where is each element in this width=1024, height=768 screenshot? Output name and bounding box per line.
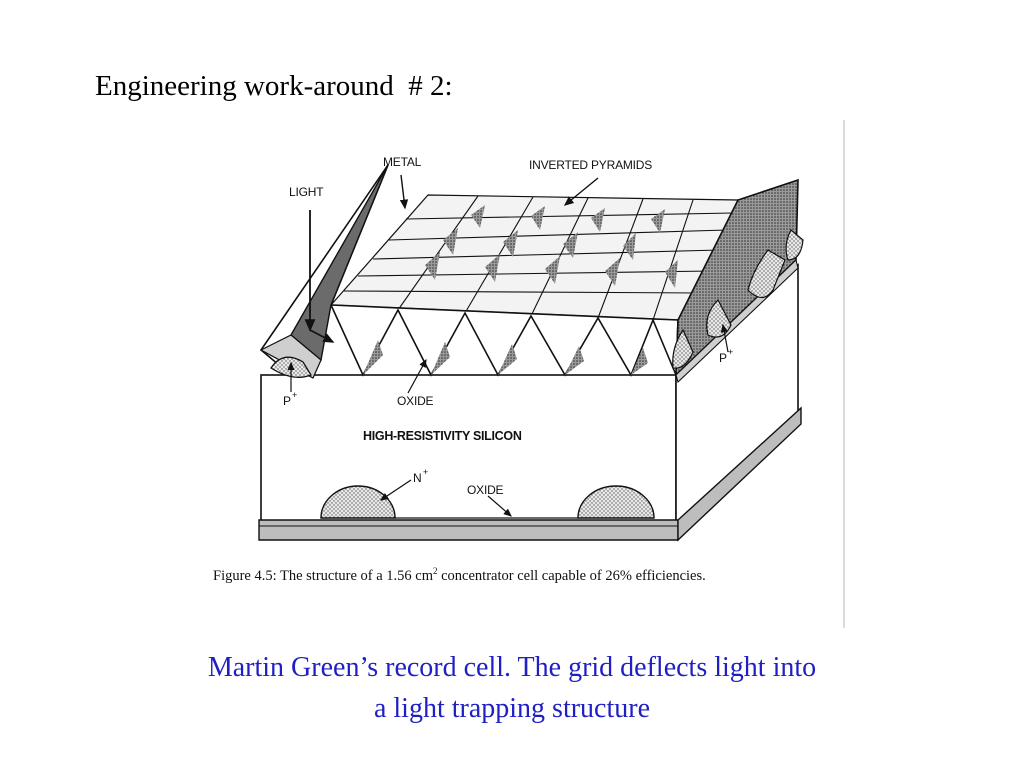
- oxide-pointer-top: [407, 358, 427, 394]
- label-p-left: P: [283, 394, 291, 408]
- front-pyramid-profile: [329, 304, 679, 377]
- label-light: LIGHT: [289, 185, 324, 199]
- inverted-pyramid-grid: [329, 194, 739, 321]
- solar-cell-figure: LIGHT METAL INVERTED PYRAMIDS P + P + OX…: [213, 120, 846, 628]
- label-oxide-bottom: OXIDE: [467, 483, 504, 497]
- label-n-sup: +: [423, 467, 428, 477]
- label-inverted-pyramids: INVERTED PYRAMIDS: [529, 158, 652, 172]
- n-plus-region-right: [577, 485, 655, 519]
- label-silicon: HIGH-RESISTIVITY SILICON: [363, 429, 522, 443]
- metal-pointer: [399, 174, 409, 210]
- slide-title: Engineering work-around # 2:: [95, 70, 453, 102]
- label-oxide-top: OXIDE: [397, 394, 434, 408]
- label-p-left-sup: +: [292, 390, 297, 400]
- label-p-right-sup: +: [728, 347, 733, 357]
- description-line-1: Martin Green’s record cell. The grid def…: [207, 652, 817, 683]
- label-p-right: P: [719, 351, 727, 365]
- label-n: N: [413, 471, 421, 485]
- pyramids-pointer: [563, 177, 599, 206]
- p-plus-region-right-1: [747, 249, 786, 299]
- p-plus-region-right-3: [672, 328, 694, 369]
- solar-cell-diagram: LIGHT METAL INVERTED PYRAMIDS P + P + OX…: [213, 120, 845, 628]
- figure-caption: Figure 4.5: The structure of a 1.56 cm2 …: [213, 566, 706, 584]
- label-metal: METAL: [383, 155, 422, 169]
- n-plus-region-left: [320, 485, 396, 519]
- metal-finger-left: [259, 164, 389, 379]
- description-line-2: a light trapping structure: [373, 693, 651, 724]
- rear-layer: [258, 519, 679, 541]
